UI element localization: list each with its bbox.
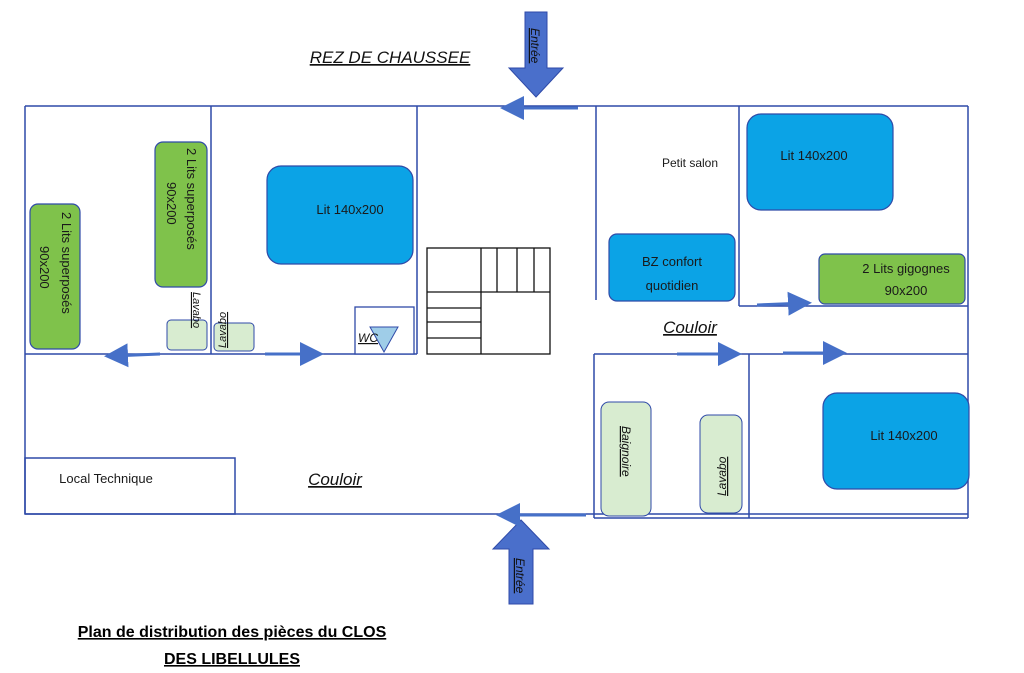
bunk-mid-line1: 2 Lits superposés bbox=[184, 148, 199, 250]
bz-line1: BZ confort bbox=[642, 254, 702, 269]
bunk-bed-mid: 2 Lits superposés 90x200 bbox=[154, 141, 208, 288]
wc-label: WC bbox=[358, 331, 378, 345]
local-technique-label: Local Technique bbox=[59, 471, 153, 486]
twin-line1: 2 Lits gigognes bbox=[862, 261, 950, 276]
couloir-main-label: Couloir bbox=[308, 470, 363, 489]
bunk-left-line2: 90x200 bbox=[37, 246, 52, 289]
bz-line2: quotidien bbox=[646, 278, 699, 293]
lavabo-1-label: Lavabo bbox=[190, 292, 202, 328]
bed-c-label: Lit 140x200 bbox=[870, 428, 937, 443]
lavabo-2-label: Lavabo bbox=[217, 312, 229, 348]
bunk-mid-line2: 90x200 bbox=[164, 182, 179, 225]
bed-b-label: Lit 140x200 bbox=[780, 148, 847, 163]
plan-title: REZ DE CHAUSSEE bbox=[310, 48, 471, 67]
wc: WC bbox=[354, 306, 415, 355]
petit-salon-label: Petit salon bbox=[662, 156, 718, 170]
bathtub: Baignoire bbox=[600, 401, 652, 517]
flow-arrows bbox=[104, 96, 847, 527]
sofa-bed-bz: BZ confort quotidien bbox=[608, 233, 736, 302]
entrance-bottom-arrow: Entrée bbox=[491, 519, 551, 605]
couloir-right-label: Couloir bbox=[663, 318, 718, 337]
twin-line2: 90x200 bbox=[885, 283, 928, 298]
lavabo-2: Lavabo bbox=[213, 312, 255, 352]
bed-a-label: Lit 140x200 bbox=[316, 202, 383, 217]
bathtub-label: Baignoire bbox=[619, 426, 633, 477]
entrance-top-label: Entrée bbox=[528, 28, 542, 64]
lavabo-3-label: Lavabo bbox=[715, 456, 729, 496]
bunk-bed-left: 2 Lits superposés 90x200 bbox=[29, 203, 81, 350]
lavabo-3: Lavabo bbox=[699, 414, 743, 514]
caption-line1: Plan de distribution des pièces du CLOS bbox=[78, 624, 387, 641]
bed-c: Lit 140x200 bbox=[822, 392, 970, 490]
caption-line2: DES LIBELLULES bbox=[164, 651, 300, 668]
lavabo-1: Lavabo bbox=[166, 292, 208, 351]
bed-b: Lit 140x200 bbox=[746, 113, 894, 211]
bunk-left-line1: 2 Lits superposés bbox=[59, 212, 74, 314]
twin-beds: 2 Lits gigognes 90x200 bbox=[818, 253, 966, 305]
entrance-top-arrow: Entrée bbox=[507, 11, 565, 98]
staircase bbox=[426, 247, 551, 355]
bed-a: Lit 140x200 bbox=[266, 165, 414, 265]
entrance-bottom-label: Entrée bbox=[513, 558, 527, 594]
